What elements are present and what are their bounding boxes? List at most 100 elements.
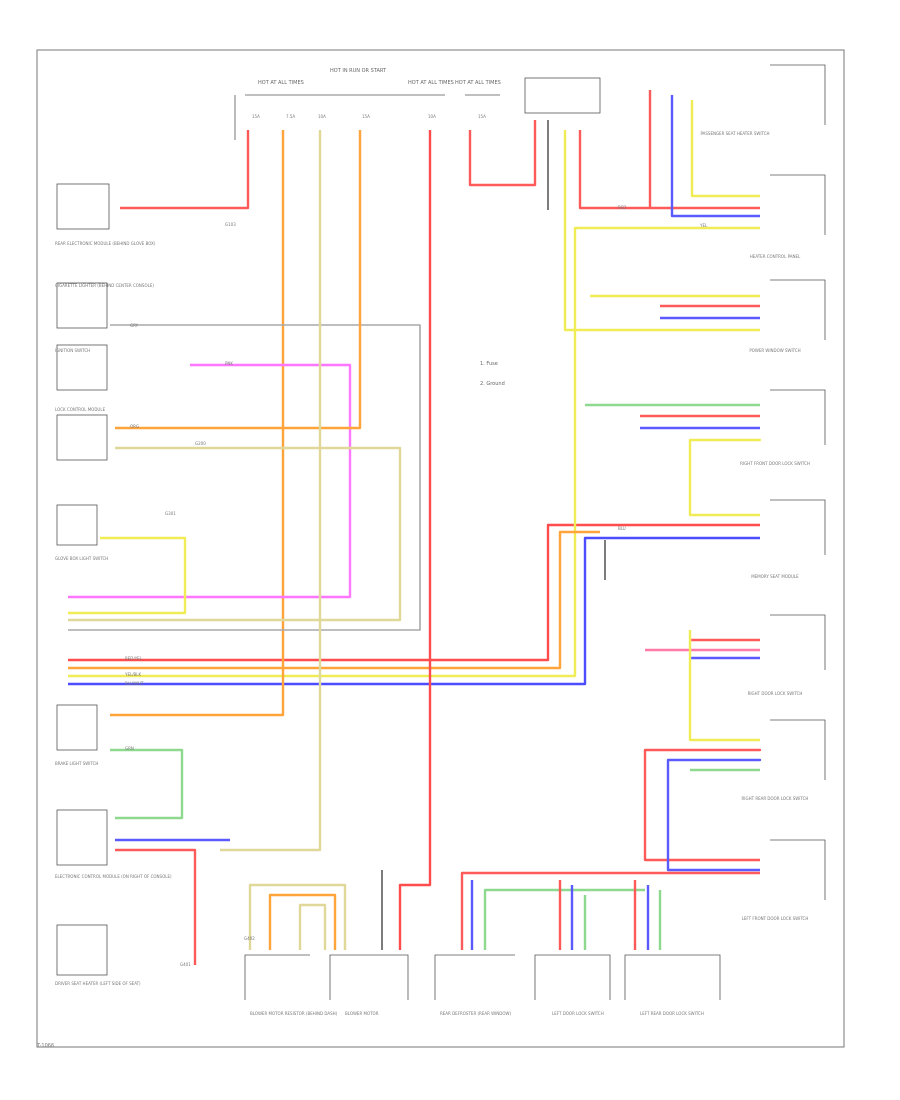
wire-pink-1 bbox=[68, 363, 352, 599]
ground-tag-5: G402 bbox=[244, 936, 255, 941]
wire-tag-10: YEL/BLK bbox=[124, 672, 142, 677]
wire-tag-2: BLU bbox=[618, 526, 626, 531]
wire-red-bot1 bbox=[460, 871, 760, 950]
fuse-6: 15A bbox=[478, 114, 486, 119]
right-box-6 bbox=[770, 614, 826, 670]
right-box-8 bbox=[770, 839, 826, 900]
comp-bottom-4: LEFT DOOR LOCK SWITCH bbox=[552, 1011, 604, 1016]
ground-tag-3: G301 bbox=[165, 511, 176, 516]
wire-gray-1 bbox=[68, 324, 421, 631]
comp-right-1: PASSENGER SEAT HEATER SWITCH bbox=[700, 131, 769, 136]
components bbox=[56, 64, 826, 1000]
fuse-label-1: HOT AT ALL TIMES bbox=[258, 80, 304, 86]
comp-glove: GLOVE BOX LIGHT SWITCH bbox=[55, 556, 108, 561]
ground-tag-2: G200 bbox=[195, 441, 206, 446]
comp-bottom-1: BLOWER MOTOR RESISTOR (BEHIND DASH) bbox=[250, 1011, 338, 1016]
corner-code: T-1066 bbox=[37, 1043, 55, 1049]
wire-tan-bottom bbox=[248, 883, 347, 950]
wire-blue-main bbox=[68, 536, 760, 686]
diagram-frame bbox=[36, 49, 845, 1048]
right-box-5 bbox=[770, 499, 826, 555]
comp-ignition: IGNITION SWITCH bbox=[55, 348, 90, 353]
wire-yellow-l bbox=[68, 536, 187, 615]
bottom-connector-4 bbox=[534, 954, 611, 1000]
bottom-connector-1 bbox=[244, 954, 310, 1000]
wire-red-main bbox=[68, 523, 760, 662]
fuse-2: 7.5A bbox=[286, 114, 295, 119]
ground-tag-4: G401 bbox=[180, 962, 191, 967]
wire-blue-r6 bbox=[666, 758, 762, 872]
wire-yellow-upper bbox=[563, 130, 760, 332]
wire-tag-7: GRY bbox=[130, 323, 139, 328]
comp-cigarette: CIGARETTE LIGHTER (BEHIND CENTER CONSOLE… bbox=[55, 283, 154, 288]
comp-ecm: ELECTRONIC CONTROL MODULE (ON RIGHT OF C… bbox=[55, 874, 172, 879]
comp-bottom-2: BLOWER MOTOR bbox=[345, 1011, 379, 1016]
fuse-label-3: HOT AT ALL TIMES bbox=[408, 80, 454, 86]
comp-brake: BRAKE LIGHT SWITCH bbox=[55, 761, 98, 766]
wire-orange-bottom bbox=[268, 893, 337, 950]
right-box-2 bbox=[770, 174, 826, 235]
wire-tan-vert bbox=[220, 130, 322, 852]
wire-orange-l bbox=[115, 130, 362, 430]
wire-yellow-r5 bbox=[688, 630, 760, 742]
ignition-box bbox=[56, 344, 108, 391]
comp-right-2: HEATER CONTROL PANEL bbox=[750, 254, 801, 259]
bottom-connector-3 bbox=[434, 954, 515, 1000]
ground-tag-1: G103 bbox=[225, 222, 236, 227]
wire-tan-l bbox=[68, 446, 402, 622]
comp-bottom-5: LEFT REAR DOOR LOCK SWITCH bbox=[640, 1011, 704, 1016]
wire-red-r6 bbox=[643, 748, 762, 862]
right-box-4 bbox=[770, 389, 826, 445]
ecm-box bbox=[56, 809, 108, 866]
comp-right-3: POWER WINDOW SWITCH bbox=[749, 348, 800, 353]
wire-tag-4: ORG bbox=[130, 424, 139, 429]
fuse-5: 10A bbox=[428, 114, 436, 119]
comp-right-6: RIGHT DOOR LOCK SWITCH bbox=[748, 691, 803, 696]
fuse-box-bracket bbox=[234, 94, 500, 140]
right-box-1 bbox=[770, 64, 826, 125]
wire-tag-6: PNK bbox=[225, 361, 233, 366]
fuse-1: 15A bbox=[252, 114, 260, 119]
right-box-3 bbox=[770, 279, 826, 340]
wire-red-upper bbox=[578, 130, 760, 210]
wire-orange-vert bbox=[110, 130, 285, 717]
right-box-7 bbox=[770, 719, 826, 780]
wire-tag-9: BLU/WHT bbox=[125, 681, 144, 686]
cigarette-box bbox=[56, 282, 108, 329]
bottom-connector-5 bbox=[624, 954, 721, 1000]
legend-2: 2. Ground bbox=[480, 381, 505, 387]
wire-red-l2 bbox=[120, 130, 250, 210]
wire-tag-1: RED bbox=[618, 205, 626, 210]
wire-yellow-r3 bbox=[688, 438, 762, 517]
brake-switch-box bbox=[56, 704, 98, 751]
module-top-right bbox=[524, 77, 601, 114]
comp-right-8: LEFT FRONT DOOR LOCK SWITCH bbox=[742, 916, 809, 921]
comp-right-7: RIGHT REAR DOOR LOCK SWITCH bbox=[742, 796, 809, 801]
wire-red-top bbox=[468, 120, 537, 187]
wire-red-vert bbox=[398, 130, 432, 950]
wire-tan-bottom2 bbox=[298, 903, 327, 950]
comp-right-5: MEMORY SEAT MODULE bbox=[751, 574, 799, 579]
wire-yellow-main bbox=[68, 226, 760, 678]
pcm-box bbox=[56, 183, 110, 230]
seat-box bbox=[56, 924, 108, 976]
doorlock-box bbox=[56, 414, 108, 461]
bottom-connector-2 bbox=[329, 954, 409, 1000]
comp-pcm: REAR ELECTRONIC MODULE (BEHIND GLOVE BOX… bbox=[55, 241, 156, 246]
fuse-4: 15A bbox=[362, 114, 370, 119]
wire-tag-5: GRN bbox=[125, 746, 134, 751]
comp-bottom-3: REAR DEFROSTER (REAR WINDOW) bbox=[440, 1011, 511, 1016]
fuse-3: 10A bbox=[318, 114, 326, 119]
wire-blue-right-vert bbox=[670, 95, 760, 218]
wire-green-l bbox=[110, 748, 184, 820]
fuse-label-2: HOT IN RUN OR START bbox=[330, 68, 387, 74]
legend-1: 1. Fuse bbox=[480, 361, 498, 367]
comp-doorlock: LOCK CONTROL MODULE bbox=[55, 407, 106, 412]
fuse-label-4: HOT AT ALL TIMES bbox=[455, 80, 501, 86]
labels: HOT AT ALL TIMES HOT IN RUN OR START HOT… bbox=[55, 68, 810, 1016]
wire-tag-3: YEL bbox=[699, 223, 708, 228]
wire-red-l3 bbox=[115, 848, 197, 965]
comp-right-4: RIGHT FRONT DOOR LOCK SWITCH bbox=[740, 461, 810, 466]
wires bbox=[68, 90, 762, 965]
